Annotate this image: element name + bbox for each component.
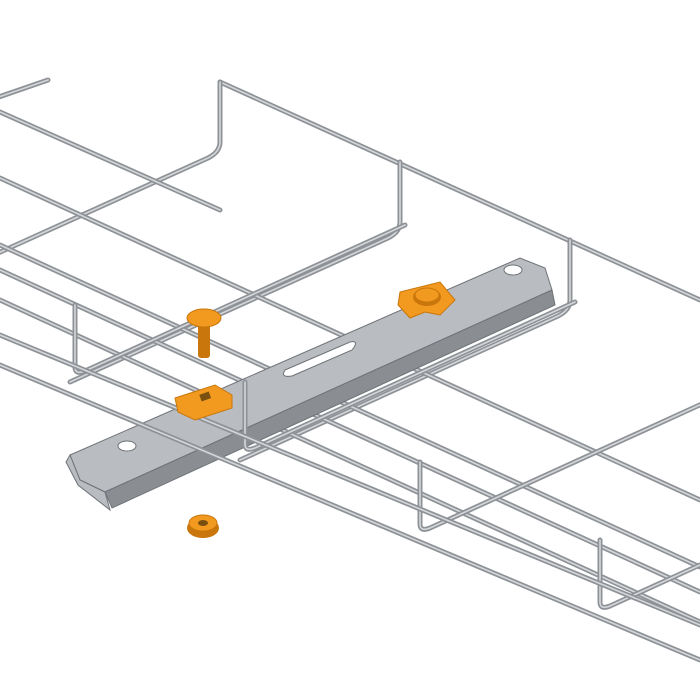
bracket-channel-lip: [65, 453, 111, 512]
longitudinal-wire-highlight: [0, 299, 700, 623]
support-bracket: [65, 257, 556, 512]
clamp-plate-right: [397, 281, 456, 319]
longitudinal-wire-highlight: [0, 111, 221, 211]
near-transverse-wire-highlight: [599, 539, 700, 609]
bracket-channel-top: [69, 257, 553, 493]
transverse-wire-highlight: [0, 81, 221, 254]
wire-mesh-near-side: [0, 222, 700, 663]
near-bottom-wire-highlight: [0, 364, 700, 661]
clamp-plate-left: [174, 384, 233, 421]
bracket-hole-left: [117, 440, 137, 452]
far-rim-wire-highlight: [219, 81, 700, 301]
bracket-slot: [283, 341, 356, 377]
flange-nut: [187, 514, 219, 538]
carriage-bolt: [186, 308, 222, 358]
near-transverse-wire-highlight: [244, 301, 576, 451]
bracket-channel-bottom: [104, 289, 556, 509]
far-rim-wire-left-highlight: [0, 79, 49, 98]
longitudinal-wire-highlight: [0, 269, 700, 593]
fasteners: [174, 281, 456, 538]
near-transverse-wire-highlight: [419, 403, 700, 531]
transverse-wire-highlight: [239, 239, 571, 461]
bracket-hole-right: [503, 264, 523, 276]
near-rim-wire-highlight: [0, 334, 700, 626]
